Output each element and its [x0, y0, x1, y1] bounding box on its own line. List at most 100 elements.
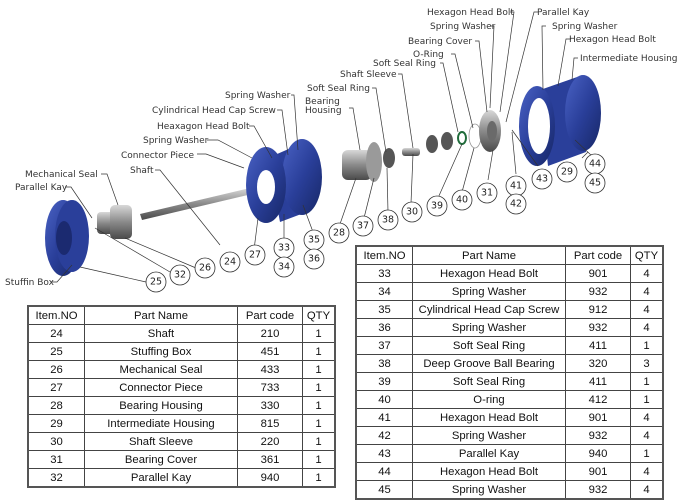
- bubble-circle: [303, 248, 325, 270]
- bubble-32: 32: [169, 264, 191, 286]
- cell-part-name: Spring Washer: [412, 426, 566, 445]
- cell-qty: 4: [630, 462, 664, 481]
- connector-piece-part: [246, 139, 322, 223]
- cell-qty: 1: [630, 372, 664, 391]
- cell-part-name: O-ring: [412, 390, 566, 409]
- cell-item-no: 29: [27, 414, 85, 433]
- cell-item-no: 34: [355, 282, 413, 301]
- bubble-43: 43: [531, 168, 553, 190]
- cell-part-name: Cylindrical Head Cap Screw: [412, 300, 566, 319]
- bubble-circle: [531, 168, 553, 190]
- cell-qty: 1: [302, 360, 336, 379]
- cell-part-name: Connector Piece: [84, 378, 238, 397]
- cell-qty: 1: [302, 450, 336, 469]
- bubble-39: 39: [426, 195, 448, 217]
- bubble-30: 30: [401, 201, 423, 223]
- cell-qty: 1: [302, 324, 336, 343]
- bubble-number: 41: [510, 181, 522, 192]
- cell-part-code: 912: [565, 300, 631, 319]
- bubble-number: 42: [510, 199, 522, 210]
- cell-part-code: 411: [565, 336, 631, 355]
- cell-part-code: 330: [237, 396, 303, 415]
- bubble-circle: [145, 271, 167, 293]
- bubble-28: 28: [328, 222, 350, 244]
- leader-lines: [51, 11, 593, 283]
- bubble-number: 44: [589, 159, 601, 170]
- cell-part-name: Bearing Cover: [84, 450, 238, 469]
- cell-qty: 1: [630, 336, 664, 355]
- cell-part-code: 733: [237, 378, 303, 397]
- header-qty: QTY: [302, 305, 336, 325]
- bubble-31: 31: [476, 182, 498, 204]
- bubble-circle: [352, 215, 374, 237]
- cell-part-code: 932: [565, 282, 631, 301]
- cell-part-code: 320: [565, 354, 631, 373]
- callout-bearing-housing-line1: Bearing: [305, 97, 340, 107]
- bubble-number: 33: [278, 243, 290, 254]
- callout-soft-seal-ring-lower: Soft Seal Ring: [307, 84, 370, 94]
- bubble-29: 29: [556, 161, 578, 183]
- cell-part-code: 901: [565, 462, 631, 481]
- bubble-number: 32: [174, 270, 186, 281]
- bubble-circle: [273, 256, 295, 278]
- bubble-number: 25: [150, 277, 162, 288]
- table-header-row: Item.NO Part Name Part code QTY: [27, 305, 336, 325]
- cell-item-no: 36: [355, 318, 413, 337]
- bubble-number: 37: [357, 221, 369, 232]
- cell-item-no: 40: [355, 390, 413, 409]
- cell-part-name: Hexagon Head Bolt: [412, 462, 566, 481]
- cell-qty: 1: [302, 342, 336, 361]
- cell-item-no: 42: [355, 426, 413, 445]
- cell-part-name: Deep Groove Ball Bearing: [412, 354, 566, 373]
- cell-item-no: 44: [355, 462, 413, 481]
- bubble-25: 25: [145, 271, 167, 293]
- cell-part-name: Parallel Kay: [84, 468, 238, 488]
- callout-parallel-kay-top: Parallel Kay: [537, 8, 590, 18]
- bubble-35: 35: [303, 229, 325, 251]
- item-bubbles: 25 32 26 24 27 33 34 35 36 28 37 38 30 3…: [145, 153, 606, 293]
- header-item-no: Item.NO: [355, 245, 413, 265]
- cell-part-code: 451: [237, 342, 303, 361]
- cell-part-code: 940: [565, 444, 631, 463]
- callout-labels: Hexagon Head Bolt Parallel Kay Spring Wa…: [5, 8, 678, 288]
- cell-item-no: 33: [355, 264, 413, 283]
- bubble-45: 45: [584, 172, 606, 194]
- callout-o-ring: O-Ring: [413, 50, 444, 60]
- cell-part-name: Shaft Sleeve: [84, 432, 238, 451]
- callout-spring-washer-mid: Spring Washer: [225, 91, 291, 101]
- cell-part-name: Hexagon Head Bolt: [412, 408, 566, 427]
- callout-bearing-cover: Bearing Cover: [408, 37, 472, 47]
- bubble-number: 34: [278, 262, 290, 273]
- bubble-number: 26: [199, 263, 211, 274]
- cell-qty: 1: [302, 396, 336, 415]
- cell-part-code: 220: [237, 432, 303, 451]
- bubble-44: 44: [584, 153, 606, 175]
- callout-intermediate-housing: Intermediate Housing: [580, 54, 678, 64]
- bubble-circle: [556, 161, 578, 183]
- cell-qty: 4: [630, 426, 664, 445]
- callout-hexagon-head-bolt-top: Hexagon Head Bolt: [427, 8, 514, 18]
- cell-part-name: Stuffing Box: [84, 342, 238, 361]
- intermediate-housing-part: [519, 75, 601, 166]
- bubble-number: 39: [431, 201, 443, 212]
- header-item-no: Item.NO: [27, 305, 85, 325]
- bubble-42: 42: [505, 193, 527, 215]
- callout-shaft-sleeve: Shaft Sleeve: [340, 70, 397, 80]
- bubble-33: 33: [273, 237, 295, 259]
- bubble-circle: [194, 257, 216, 279]
